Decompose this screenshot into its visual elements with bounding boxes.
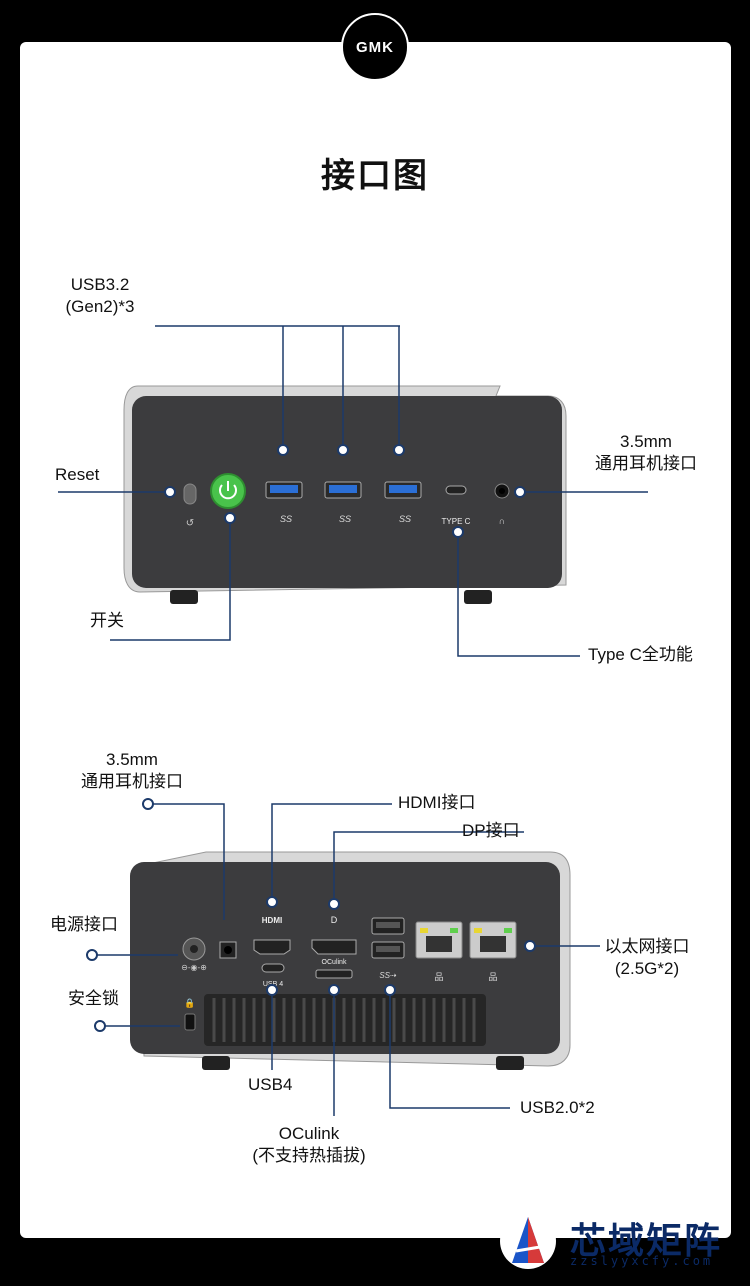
front-power-label: 开关 [90,611,124,630]
rear-audio-label-line2: 通用耳机接口 [81,772,183,791]
rear-hdmi-label: HDMI接口 [398,793,476,812]
front-reset-label: Reset [55,465,100,484]
rear-dp-label: DP接口 [462,821,520,840]
front-audio-label-line1: 3.5mm [620,432,672,451]
ss-label-3: SS [399,514,411,524]
rear-usb2-label: USB2.0*2 [520,1098,595,1117]
rear-power-label: 电源接口 [50,915,118,934]
rear-usb4-label: USB4 [248,1075,293,1094]
front-usb-label: USB3.2 (Gen2)*3 [55,274,145,318]
watermark-logo-icon [500,1213,556,1269]
rear-ethernet-label-line1: 以太网接口 [604,937,690,956]
svg-text:品: 品 [434,972,443,982]
rear-device: ⊖-◉-⊕ 🔒 HDMI USB 4 D OCulink SS⇢ 品 品 [130,851,571,1070]
front-audio-label-line2: 通用耳机接口 [595,454,697,473]
ss-label-1: SS [280,514,292,524]
watermark-subtitle: zzslyyxcfy.com [570,1254,714,1268]
rear-ethernet-label-line2: (2.5G*2) [614,959,680,978]
front-device: ↺ SS SS SS TYPE C ∩ [123,385,567,604]
front-usb-label-line2: (Gen2)*3 [65,297,135,316]
rear-ethernet-label: 以太网接口 (2.5G*2) [592,936,702,980]
svg-text:品: 品 [488,972,497,982]
brand-logo: GMK [341,13,409,81]
svg-text:∩: ∩ [499,516,505,526]
watermark-title: 芯域矩阵 [570,1221,723,1262]
svg-text:🔒: 🔒 [184,998,195,1008]
rear-oculink-label-line1: OCulink [278,1124,340,1143]
svg-text:SS⇢: SS⇢ [379,971,397,980]
hdmi-port-label: HDMI [262,916,282,925]
typec-port-label: TYPE C [442,517,471,526]
svg-text:↺: ↺ [186,518,194,529]
rear-audio-label-line1: 3.5mm [106,750,158,769]
page-title: 接口图 [321,157,429,195]
rear-audio-label: 3.5mm 通用耳机接口 [68,749,196,793]
front-typec-label: Type C全功能 [588,645,693,664]
rear-lock-label: 安全锁 [68,989,119,1008]
svg-text:D: D [331,915,338,925]
rear-oculink-label-line2: (不支持热插拔) [252,1146,366,1165]
oculink-port-label: OCulink [322,959,347,966]
front-usb-label-line1: USB3.2 [70,275,130,294]
rear-oculink-label: OCulink (不支持热插拔) [234,1123,384,1167]
svg-text:⊖-◉-⊕: ⊖-◉-⊕ [181,963,207,972]
ss-label-2: SS [339,514,351,524]
front-audio-label: 3.5mm 通用耳机接口 [582,431,710,475]
